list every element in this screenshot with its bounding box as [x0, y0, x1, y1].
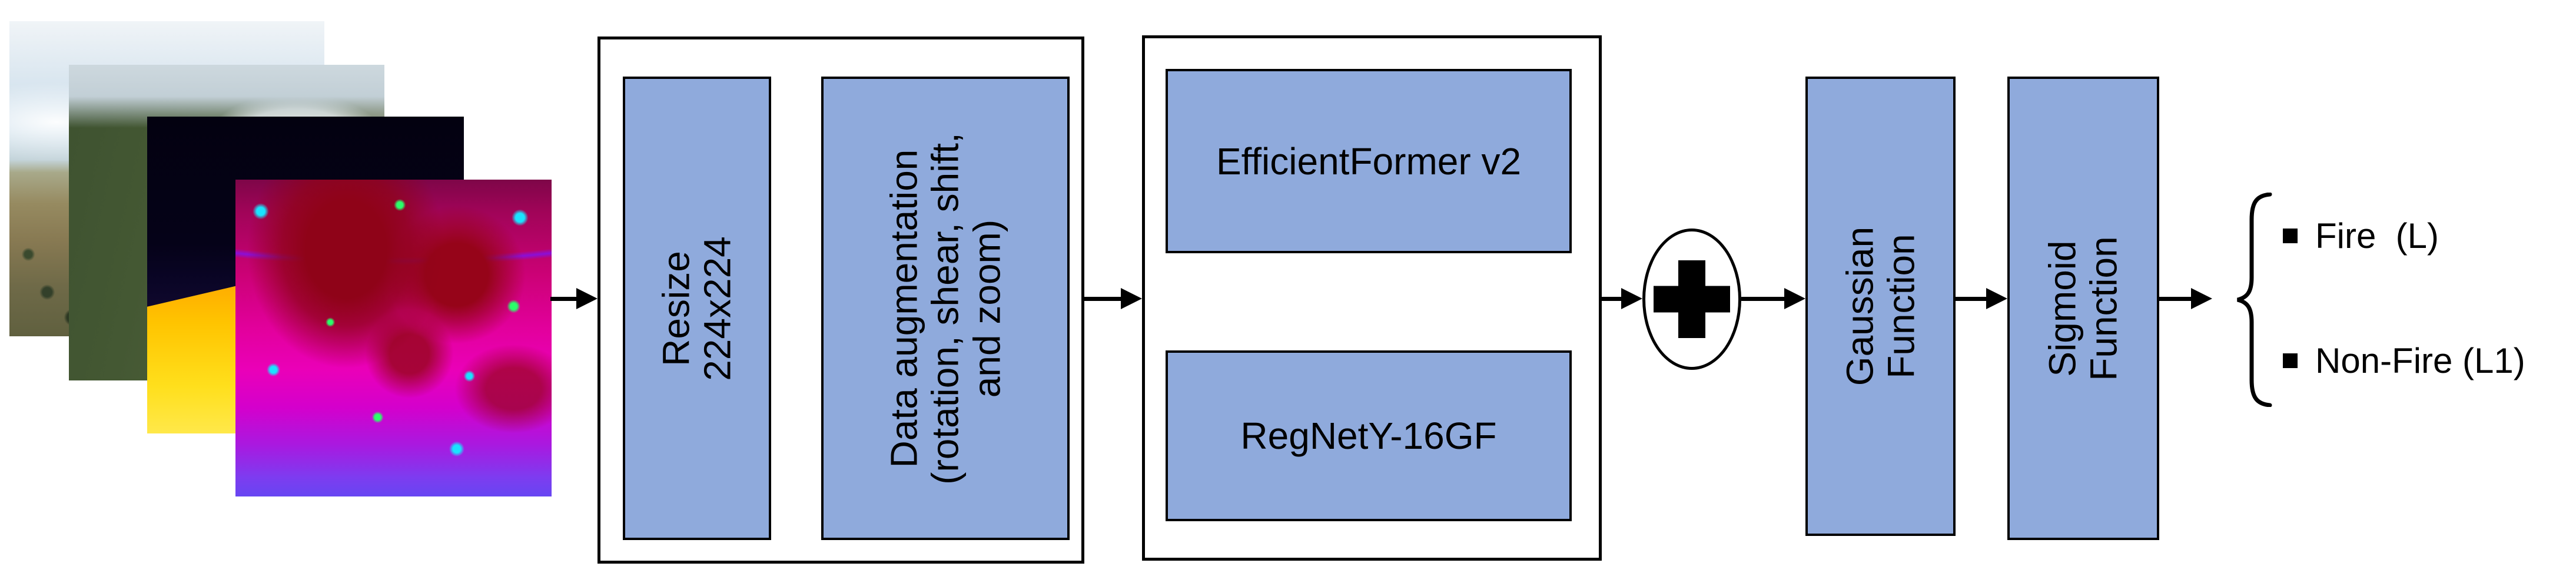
input-image-thermal-magenta: [235, 180, 552, 496]
arrow-head-icon: [2191, 288, 2212, 309]
flow-arrow-backbones-to-fusion: [1602, 288, 1642, 309]
output-label-non-fire: Non-Fire (L1): [2315, 340, 2525, 380]
flow-arrow-fusion-to-gaussian: [1741, 288, 1805, 309]
output-label-fire: Fire (L): [2315, 216, 2439, 256]
gaussian-function-label: Gaussian Function: [1838, 226, 1923, 386]
square-bullet-icon: [2283, 228, 2298, 243]
gaussian-function-box: Gaussian Function: [1805, 77, 1956, 536]
arrow-shaft: [1084, 296, 1121, 301]
flow-arrow-input-to-preprocess: [550, 288, 597, 309]
arrow-head-icon: [1621, 288, 1642, 309]
efficientformer-box: EfficientFormer v2: [1166, 69, 1572, 253]
flow-arrow-gaussian-to-sigmoid: [1956, 288, 2007, 309]
flow-arrow-sigmoid-to-outputs: [2159, 288, 2212, 309]
efficientformer-label: EfficientFormer v2: [1216, 140, 1522, 183]
output-item-fire: Fire (L): [2283, 212, 2439, 259]
square-bullet-icon: [2283, 353, 2298, 368]
arrow-head-icon: [576, 288, 597, 309]
resize-box: Resize 224x224: [623, 77, 771, 540]
fusion-node: [1642, 229, 1741, 370]
arrow-head-icon: [1784, 288, 1805, 309]
sigmoid-function-box: Sigmoid Function: [2007, 77, 2159, 540]
output-item-non-fire: Non-Fire (L1): [2283, 337, 2525, 384]
arrow-shaft: [1602, 296, 1621, 301]
plus-icon: [1654, 286, 1730, 313]
arrow-shaft: [1741, 296, 1784, 301]
arrow-head-icon: [1986, 288, 2007, 309]
arrow-shaft: [1956, 296, 1986, 301]
data-augmentation-label: Data augmentation (rotation, shear, shif…: [882, 132, 1008, 485]
data-augmentation-box: Data augmentation (rotation, shear, shif…: [821, 77, 1070, 540]
arrow-head-icon: [1121, 288, 1142, 309]
regnet-box: RegNetY-16GF: [1166, 350, 1572, 521]
flow-arrow-preprocess-to-backbones: [1084, 288, 1142, 309]
arrow-shaft: [2159, 296, 2191, 301]
arrow-shaft: [550, 296, 576, 301]
brace-icon: [2237, 193, 2272, 407]
resize-label: Resize 224x224: [655, 236, 739, 381]
regnet-label: RegNetY-16GF: [1240, 415, 1497, 457]
sigmoid-function-label: Sigmoid Function: [2041, 236, 2125, 381]
